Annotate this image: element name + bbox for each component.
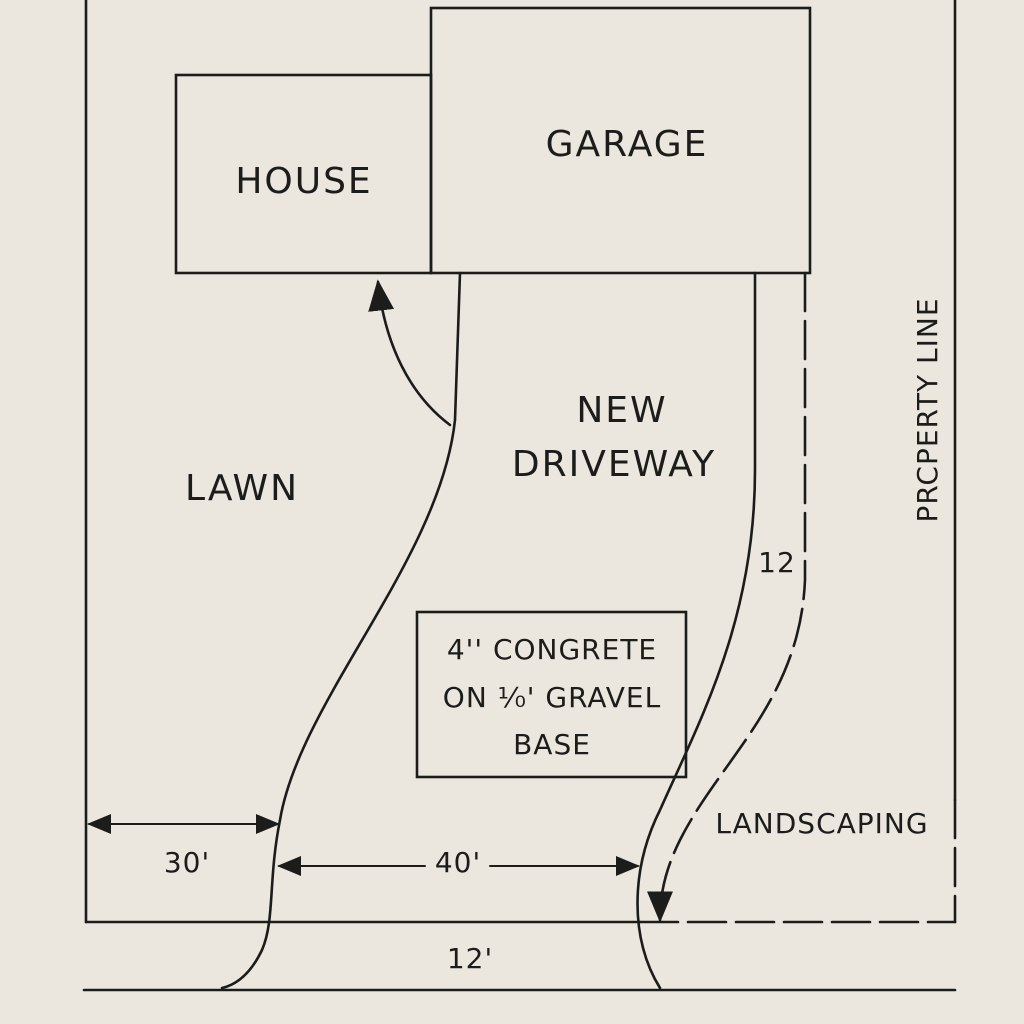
property-line-label: PRCPERTY LINE — [911, 297, 944, 522]
garage-label: GARAGE — [546, 124, 709, 165]
garage-outline — [429, 6, 812, 275]
dimension-12-side-label: 12 — [758, 546, 796, 579]
landscaping-label: LANDSCAPING — [715, 807, 928, 840]
lawn-label: LAWN — [185, 468, 299, 509]
driveway-left-edge — [220, 271, 462, 990]
driveway-label-line2: DRIVEWAY — [512, 444, 716, 485]
dimension-40-label: 40' — [435, 846, 481, 879]
landscaping-dashed-edge — [647, 271, 807, 923]
dimension-12-bottom-label: 12' — [447, 942, 493, 975]
spec-box — [415, 610, 688, 779]
driveway-label-line1: NEW — [576, 390, 667, 431]
house-label: HOUSE — [235, 161, 372, 202]
driveway-right-edge — [636, 271, 757, 990]
access-arrow — [368, 279, 452, 427]
spec-line2: ON ⅟₀' GRAVEL — [443, 681, 661, 714]
dimension-30-label: 30' — [164, 846, 210, 879]
spec-line3: BASE — [513, 728, 591, 761]
spec-line1: 4'' CONGRETE — [447, 633, 657, 666]
